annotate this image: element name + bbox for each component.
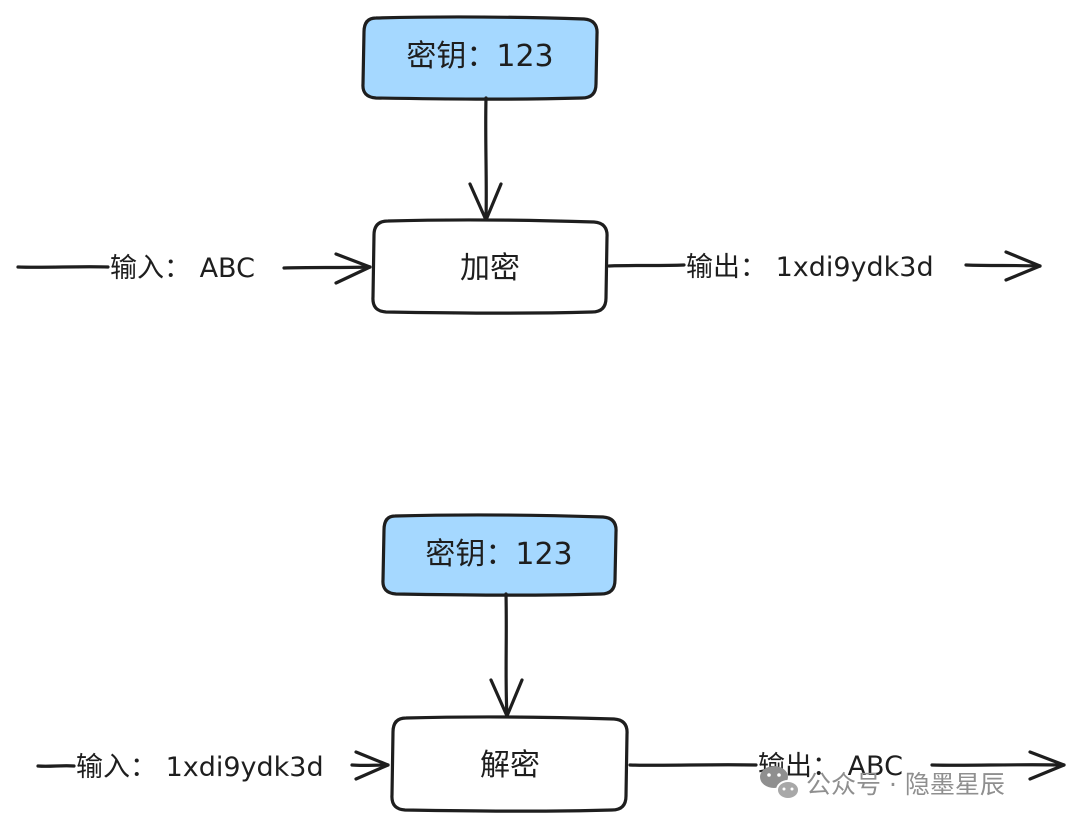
decrypt-input-edge: 输入： 1xdi9ydk3d — [36, 750, 390, 783]
decrypt-process-box — [390, 715, 629, 813]
decrypt-output-edge: 输出： ABC — [628, 750, 1066, 782]
decrypt-process-node[interactable]: 解密 — [390, 715, 629, 813]
encrypt-input-label: 输入： ABC — [110, 253, 255, 284]
wechat-icon — [760, 766, 800, 800]
encrypt-input-edge: 输入： ABC — [16, 252, 372, 285]
decrypt-flow: 密钥：123 解密 输入： 1xdi9ydk3d 输出： ABC — [36, 513, 1066, 813]
encrypt-key-arrow — [468, 96, 503, 222]
encrypt-process-node[interactable]: 加密 — [371, 218, 609, 315]
encrypt-flow: 密钥：123 加密 输入： ABC 输出： 1xdi9ydk3d — [16, 15, 1042, 315]
encrypt-output-edge: 输出： 1xdi9ydk3d — [607, 250, 1042, 283]
decrypt-key-node[interactable]: 密钥：123 — [381, 513, 618, 597]
decrypt-process-label: 解密 — [480, 748, 540, 783]
encrypt-key-box — [361, 15, 599, 101]
decrypt-key-box — [381, 513, 618, 597]
decrypt-key-label: 密钥：123 — [425, 537, 572, 572]
encrypt-key-label: 密钥：123 — [406, 39, 553, 74]
encrypt-process-box — [371, 218, 609, 315]
encrypt-output-label: 输出： 1xdi9ydk3d — [686, 252, 934, 283]
encrypt-key-node[interactable]: 密钥：123 — [361, 15, 599, 101]
decrypt-input-label: 输入： 1xdi9ydk3d — [76, 752, 324, 783]
watermark-text: 公众号 · 隐墨星辰 — [806, 770, 1005, 799]
encrypt-process-label: 加密 — [460, 251, 520, 286]
decrypt-key-arrow — [489, 592, 524, 718]
watermark: 公众号 · 隐墨星辰 — [760, 766, 1005, 800]
